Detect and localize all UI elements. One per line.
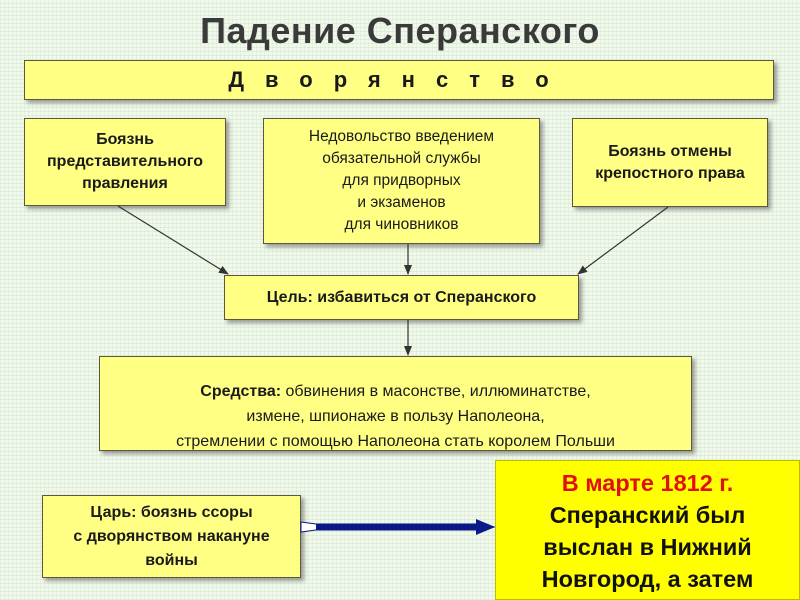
page-title: Падение Сперанского [200, 10, 600, 51]
result-text: Сперанский был выслан в Нижний Новгород,… [541, 502, 754, 592]
discontent-box: Недовольство введением обязательной служ… [263, 118, 540, 244]
means-text-rest: измене, шпионаже в пользу Наполеона, стр… [176, 407, 615, 450]
result-box: В марте 1812 г. Сперанский был выслан в … [495, 460, 800, 600]
means-box: Средства: обвинения в масонстве, иллюмин… [99, 356, 692, 451]
result-date: В марте 1812 г. [561, 470, 734, 496]
means-label: Средства: [200, 382, 282, 400]
arrow-fear2-to-goal [577, 206, 669, 275]
fear-serfdom-box: Боязнь отмены крепостного права [572, 118, 768, 207]
arrow-fear1-to-goal [117, 205, 229, 275]
goal-box: Цель: избавиться от Сперанского [224, 275, 579, 320]
nobility-banner: Дворянство [24, 60, 774, 100]
big-arrow-tsar-to-result [300, 519, 496, 535]
fear-representative-box: Боязнь представительного правления [24, 118, 226, 206]
tsar-box: Царь: боязнь ссоры с дворянством наканун… [42, 495, 301, 578]
means-text-line1: обвинения в масонстве, иллюминатстве, [281, 382, 591, 400]
